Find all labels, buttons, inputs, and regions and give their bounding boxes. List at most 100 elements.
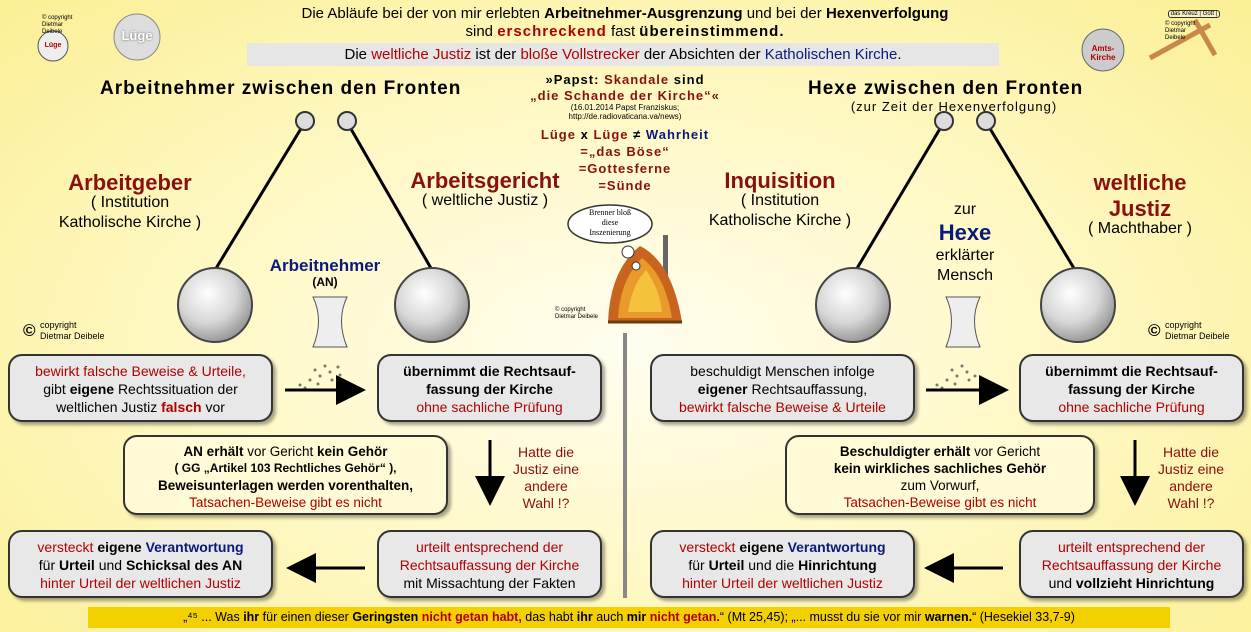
witch-line: Mensch	[936, 267, 994, 284]
box-text: und	[1048, 575, 1072, 591]
bar-text: .	[897, 46, 902, 63]
box-text: versteckt	[37, 539, 94, 555]
justice-label: weltliche Justiz	[1070, 170, 1210, 222]
luege-small-label: Lüge	[44, 42, 62, 49]
copyright-icon: ©	[23, 321, 36, 340]
footer-text: ihr	[576, 610, 593, 624]
luege-logo	[37, 13, 161, 62]
copyright-line: © copyright	[555, 307, 586, 313]
box-text: weltlichen Justiz	[56, 399, 158, 415]
question-line: Hatte die	[517, 444, 575, 460]
left-box-1: bewirkt falsche Beweise & Urteile, gibt …	[8, 354, 273, 422]
header-highlight: Hexenverfolgung	[825, 5, 949, 22]
right-heading: Hexe zwischen den Fronten	[808, 78, 1084, 99]
box-text: eigene	[69, 381, 115, 397]
right-scale	[815, 111, 1116, 348]
box-text: Urteil	[59, 557, 95, 573]
bar-text: ist der	[475, 46, 517, 63]
right-box-5: versteckt eigene Verantwortung für Urtei…	[650, 530, 915, 598]
box-text: Schicksal des AN	[125, 557, 243, 573]
footer-text: “ (Hesekiel 33,7-9)	[972, 610, 1075, 624]
box-line: Rechtsauffassung der Kirche	[399, 557, 580, 573]
footer-text: für einen dieser	[262, 610, 349, 624]
left-box-3: AN erhält vor Gericht kein Gehör ( GG „A…	[123, 435, 448, 515]
header-text: Die Abläufe bei der von mir erlebten	[301, 5, 540, 22]
box-text: eigener	[697, 381, 748, 397]
copyright-line: Dietmar Deibele	[40, 331, 105, 341]
copyright-line: copyright	[1165, 320, 1202, 330]
box-text: Rechtsauffassung,	[751, 381, 868, 397]
equation: Lüge x Lüge ≠ Wahrheit =„das Böse“ =Gott…	[520, 126, 730, 194]
header-text: sind	[465, 23, 494, 40]
cloud-line: diese	[601, 218, 619, 227]
eq-line: =„das Böse“	[580, 144, 670, 159]
copyright-line: Dietmar Deibele	[555, 314, 599, 320]
box-line: Tatsachen-Beweise gibt es nicht	[189, 495, 382, 510]
eq-text: Wahrheit	[645, 127, 710, 142]
inquisition-sub-1: ( Institution	[740, 192, 820, 209]
box-line: ohne sachliche Prüfung	[416, 399, 563, 415]
worker-label: Arbeitnehmer	[269, 256, 381, 275]
box-line: ohne sachliche Prüfung	[1058, 399, 1205, 415]
eq-text: ≠	[633, 127, 642, 142]
question-line: Justiz eine	[512, 461, 580, 477]
copyright-icon: ©	[1148, 321, 1161, 340]
header-text: fast	[610, 23, 636, 40]
header-text: und bei der	[746, 5, 822, 22]
box-text: Verantwortung	[787, 539, 886, 555]
bar-text: der Absichten der	[643, 46, 761, 63]
box-text: vor Gericht	[974, 444, 1041, 459]
footer-text: warnen.	[924, 610, 973, 624]
box-text: kein Gehör	[317, 444, 388, 459]
box-text: Rechtssituation der	[117, 381, 238, 397]
right-box-2: übernimmt die Rechtsauf- fassung der Kir…	[1019, 354, 1244, 422]
box-line: hinter Urteil der weltlichen Justiz	[682, 575, 883, 591]
justice-line: Justiz	[1108, 196, 1172, 221]
footer-text: ihr	[243, 610, 260, 624]
box-text: für	[688, 557, 705, 573]
right-box-1: beschuldigt Menschen infolge eigener Rec…	[650, 354, 915, 422]
question-line: andere	[1169, 478, 1213, 494]
bar-highlight: weltliche Justiz	[371, 46, 472, 63]
box-line: zum Vorwurf,	[900, 478, 980, 493]
box-line: übernimmt die Rechtsauf-	[403, 363, 576, 379]
pope-quote: »Papst: Skandale sind „die Schande der K…	[520, 72, 730, 104]
cloud-line: Brenner bloß	[589, 208, 631, 217]
footer-bar: „⁴⁵ ... Was ihr für einen dieser Gerings…	[88, 607, 1170, 628]
box-line: ( GG „Artikel 103 Rechtliches Gehör“ ),	[174, 461, 397, 475]
court-sub: ( weltliche Justiz )	[421, 192, 549, 209]
bar-highlight: Katholischen Kirche	[764, 46, 898, 63]
copyright-line: copyright	[40, 320, 77, 330]
box-line: urteilt entsprechend der	[415, 539, 564, 555]
box-text: Beschuldigter erhält	[839, 444, 971, 459]
eq-line: =Gottesferne	[578, 161, 672, 176]
header-highlight: erschreckend	[497, 23, 607, 40]
source-line: (16.01.2014 Papst Franziskus;	[570, 103, 680, 112]
left-question: Hatte die Justiz eine andere Wahl !?	[505, 444, 587, 512]
justice-sub: ( Machthaber )	[1087, 220, 1193, 237]
box-text: Urteil	[708, 557, 745, 573]
box-text: AN erhält	[183, 444, 244, 459]
footer-text: Geringsten	[352, 610, 419, 624]
box-text: und die	[748, 557, 795, 573]
header-highlight: übereinstimmend.	[639, 23, 785, 40]
left-heading: Arbeitnehmer zwischen den Fronten	[100, 78, 462, 99]
thought-cloud	[567, 204, 653, 271]
left-copyright: copyright Dietmar Deibele	[40, 320, 105, 342]
quote-text: Skandale	[604, 72, 670, 87]
eq-text: Lüge	[593, 127, 629, 142]
right-question: Hatte die Justiz eine andere Wahl !?	[1150, 444, 1232, 512]
question-line: Justiz eine	[1157, 461, 1225, 477]
question-line: Hatte die	[1162, 444, 1220, 460]
witch-label: zur Hexe erklärter Mensch	[915, 200, 1015, 286]
worker-abbr: (AN)	[312, 275, 338, 289]
footer-text: das habt	[525, 610, 574, 624]
quote-text: »Papst:	[545, 72, 600, 87]
footer-text: „⁴⁵ ... Was	[183, 610, 240, 624]
box-line: mit Missachtung der Fakten	[403, 575, 576, 591]
bar-text: Die	[344, 46, 368, 63]
box-text: vor	[205, 399, 225, 415]
cloud-text: Brenner bloß diese Inszenierung	[570, 208, 650, 238]
pyre-copyright: © copyright Dietmar Deibele	[555, 307, 598, 321]
